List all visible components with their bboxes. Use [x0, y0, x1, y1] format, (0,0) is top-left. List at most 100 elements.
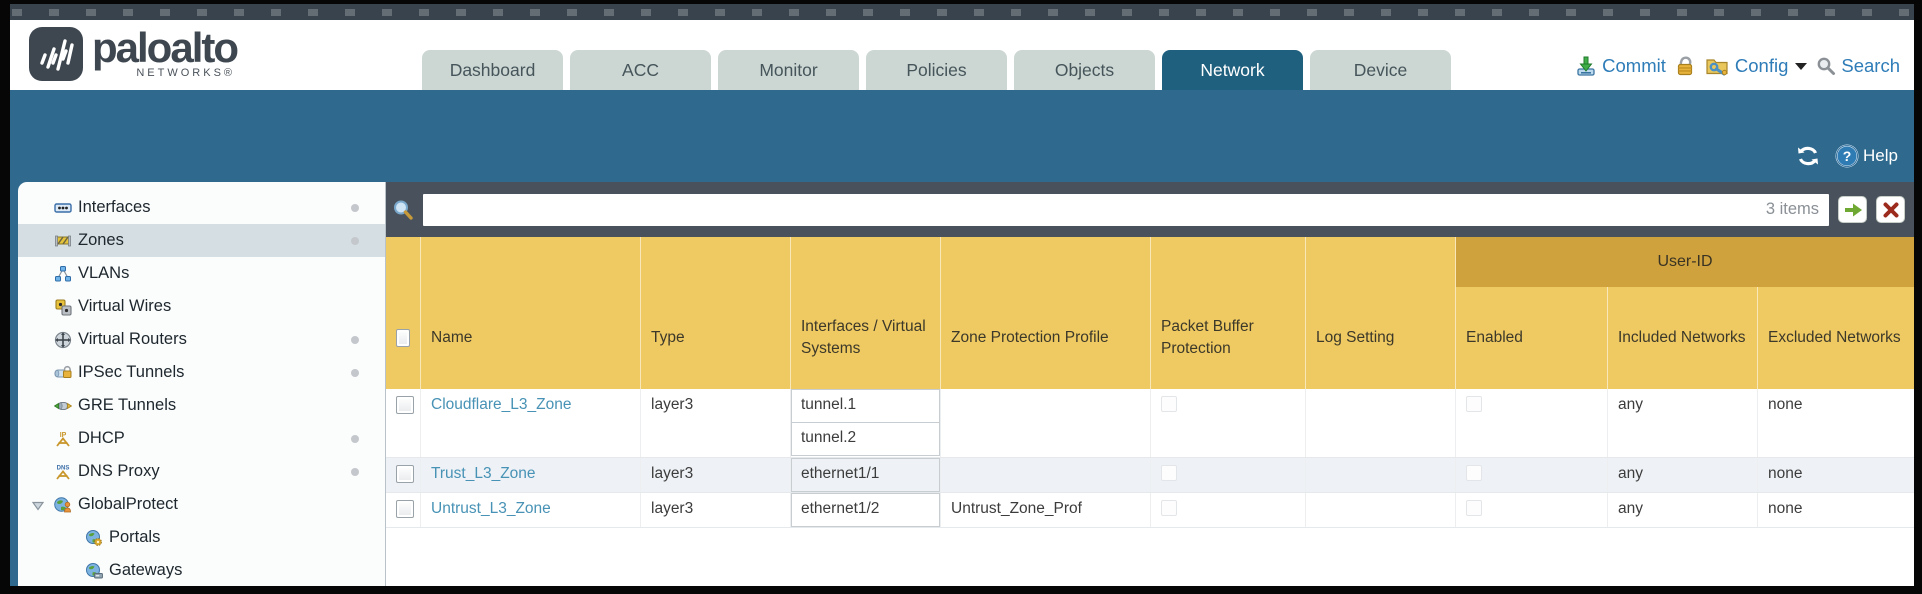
interfaces-cell: ethernet1/2 — [791, 493, 941, 527]
sidebar-item-dhcp[interactable]: IP DHCP — [18, 422, 385, 455]
globalprotect-icon — [54, 496, 72, 514]
header-actions: Commit Config — [1575, 55, 1900, 77]
column-header-name[interactable]: Name — [421, 237, 641, 389]
column-header-excluded-networks[interactable]: Excluded Networks — [1768, 329, 1901, 347]
packet-buffer-protection-checkbox[interactable] — [1161, 396, 1177, 412]
apply-filter-button[interactable] — [1838, 196, 1867, 223]
sidebar-item-portals[interactable]: Portals — [18, 521, 385, 554]
green-arrow-icon — [1844, 203, 1862, 216]
interface-entry: tunnel.2 — [791, 422, 940, 456]
app-window: paloalto NETWORKS® Dashboard ACC Monitor… — [10, 4, 1914, 586]
sidebar-item-label: VLANs — [78, 264, 130, 282]
dhcp-icon: IP — [54, 430, 72, 448]
filter-input[interactable] — [423, 193, 1766, 226]
packet-buffer-protection-checkbox[interactable] — [1161, 500, 1177, 516]
sidebar-item-zones[interactable]: Zones — [18, 224, 385, 257]
search-icon — [1817, 57, 1836, 75]
tab-acc[interactable]: ACC — [570, 50, 711, 90]
brand-subtitle: NETWORKS® — [136, 67, 236, 80]
excluded-networks-cell: none — [1768, 500, 1803, 517]
tab-network[interactable]: Network — [1162, 50, 1303, 90]
sidebar-item-interfaces[interactable]: Interfaces — [18, 191, 385, 224]
zone-name-link[interactable]: Cloudflare_L3_Zone — [431, 396, 572, 413]
interfaces-icon — [54, 199, 72, 217]
sidebar-item-label: DNS Proxy — [78, 462, 160, 480]
tab-monitor[interactable]: Monitor — [718, 50, 859, 90]
interface-entry: ethernet1/2 — [791, 493, 940, 527]
table-row[interactable]: Trust_L3_Zone layer3 ethernet1/1 any non… — [386, 458, 1914, 493]
select-all-checkbox[interactable] — [396, 329, 410, 347]
sidebar-item-label: Virtual Routers — [78, 330, 187, 348]
zone-name-link[interactable]: Untrust_L3_Zone — [431, 500, 551, 517]
column-header-zone-protection-profile[interactable]: Zone Protection Profile — [941, 237, 1151, 389]
row-checkbox[interactable] — [396, 500, 414, 518]
column-header-log-setting[interactable]: Log Setting — [1306, 237, 1456, 389]
column-header-enabled[interactable]: Enabled — [1456, 237, 1608, 389]
column-header-type[interactable]: Type — [641, 237, 791, 389]
help-button[interactable]: ? Help — [1835, 144, 1898, 168]
config-menu[interactable]: Config — [1705, 55, 1808, 77]
sidebar-item-vlans[interactable]: VLANs — [18, 257, 385, 290]
included-networks-cell: any — [1608, 493, 1758, 527]
sidebar-item-gre-tunnels[interactable]: GRE Tunnels — [18, 389, 385, 422]
sidebar-item-globalprotect[interactable]: GlobalProtect — [18, 488, 385, 521]
commit-button[interactable]: Commit — [1575, 55, 1666, 77]
table-row[interactable]: Untrust_L3_Zone layer3 ethernet1/2 Untru… — [386, 493, 1914, 528]
main-nav-tabs: Dashboard ACC Monitor Policies Objects N… — [422, 50, 1458, 90]
user-id-enabled-checkbox[interactable] — [1466, 465, 1482, 481]
expander-triangle-icon[interactable] — [31, 497, 45, 516]
sidebar-item-label: Portals — [109, 528, 161, 546]
sidebar-item-gateways[interactable]: Gateways — [18, 554, 385, 586]
column-header-interfaces[interactable]: Interfaces / Virtual Systems — [791, 237, 941, 389]
tab-dashboard[interactable]: Dashboard — [422, 50, 563, 90]
sidebar-item-dns-proxy[interactable]: DNS DNS Proxy — [18, 455, 385, 488]
sidebar-item-ipsec-tunnels[interactable]: IPSec Tunnels — [18, 356, 385, 389]
status-dot — [351, 336, 359, 344]
log-setting-cell — [1306, 493, 1456, 527]
status-dot — [351, 204, 359, 212]
svg-text:?: ? — [1843, 148, 1852, 164]
tab-objects[interactable]: Objects — [1014, 50, 1155, 90]
svg-text:DNS: DNS — [57, 465, 70, 471]
row-checkbox[interactable] — [396, 465, 414, 483]
zone-type-cell: layer3 — [641, 493, 791, 527]
row-checkbox[interactable] — [396, 396, 414, 414]
packet-buffer-protection-checkbox[interactable] — [1161, 465, 1177, 481]
filter-field: 3 items — [423, 193, 1829, 226]
clear-filter-button[interactable] — [1876, 196, 1905, 223]
user-id-enabled-checkbox[interactable] — [1466, 500, 1482, 516]
search-menu[interactable]: Search — [1816, 55, 1900, 77]
column-header-packet-buffer-protection[interactable]: Packet Buffer Protection — [1151, 237, 1306, 389]
sidebar-item-virtual-wires[interactable]: Virtual Wires — [18, 290, 385, 323]
refresh-icon[interactable] — [1795, 144, 1821, 168]
gateways-icon — [85, 562, 103, 580]
status-dot — [351, 369, 359, 377]
dns-proxy-icon: DNS — [54, 463, 72, 481]
zones-table: User-ID Name Type Interfaces / Virtual S… — [386, 237, 1914, 586]
tab-policies[interactable]: Policies — [866, 50, 1007, 90]
lock-icon[interactable] — [1675, 55, 1696, 77]
sidebar-item-label: IPSec Tunnels — [78, 363, 185, 381]
column-header-included-networks[interactable]: Included Networks — [1608, 237, 1758, 389]
clear-x-icon — [1883, 202, 1898, 217]
chevron-down-icon — [1795, 62, 1808, 70]
log-setting-cell — [1306, 458, 1456, 492]
interface-entry: tunnel.1 — [791, 389, 940, 423]
window-top-strip — [10, 4, 1914, 20]
zone-type-cell: layer3 — [641, 389, 791, 457]
commit-label: Commit — [1602, 55, 1666, 76]
tab-device[interactable]: Device — [1310, 50, 1451, 90]
zone-name-link[interactable]: Trust_L3_Zone — [431, 465, 536, 482]
status-dot — [351, 237, 359, 245]
sidebar-item-label: Interfaces — [78, 198, 151, 216]
items-count: 3 items — [1765, 200, 1819, 218]
included-networks-cell: any — [1608, 389, 1758, 457]
sidebar-item-virtual-routers[interactable]: Virtual Routers — [18, 323, 385, 356]
user-id-enabled-checkbox[interactable] — [1466, 396, 1482, 412]
table-row[interactable]: Cloudflare_L3_Zone layer3 tunnel.1 tunne… — [386, 389, 1914, 458]
filter-search-icon — [394, 200, 413, 220]
included-networks-cell: any — [1608, 458, 1758, 492]
status-dot — [351, 468, 359, 476]
zone-protection-profile-cell: Untrust_Zone_Prof — [941, 493, 1151, 527]
commit-icon — [1577, 56, 1595, 76]
